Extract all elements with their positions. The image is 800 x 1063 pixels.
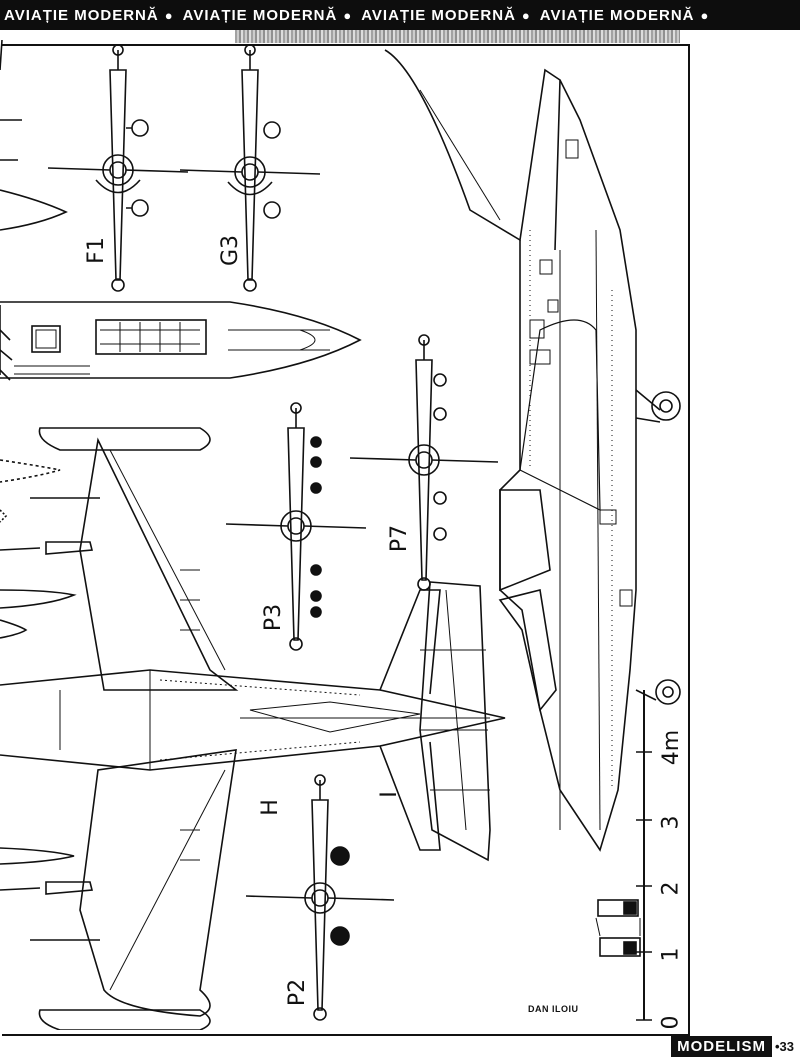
page-number: •33 (774, 1039, 794, 1054)
scale-mark-0: 0 (658, 1015, 684, 1030)
banner-bullet: ● (164, 7, 173, 23)
front-view-p2 (245, 774, 395, 1021)
front-view-f1 (47, 44, 189, 292)
aircraft-blueprint (0, 39, 681, 1030)
scale-mark-2: 2 (658, 881, 684, 896)
scale-mark-3: 3 (658, 815, 684, 830)
front-view-p3 (225, 402, 367, 651)
banner-bullet: ● (700, 7, 709, 23)
banner-text-4: AVIAȚIE MODERNĂ (539, 6, 695, 24)
banner-bullet: ● (521, 7, 530, 23)
view-label-h: H (257, 799, 283, 816)
front-view-g3 (179, 44, 321, 292)
banner-text-2: AVIAȚIE MODERNĂ (182, 6, 338, 24)
plan-view-h (0, 427, 506, 1030)
scale-bar (636, 690, 652, 1021)
drawing-frame (2, 44, 690, 1036)
view-label-p3: P3 (261, 603, 287, 632)
scale-mark-1: 1 (658, 947, 684, 962)
view-label-g3: G3 (218, 234, 244, 267)
underside-view (0, 301, 362, 379)
author-credit: DAN ILOIU (528, 1004, 579, 1014)
view-label-f1: F1 (83, 237, 109, 264)
view-label-i: I (376, 791, 402, 798)
banner-text-1: AVIAȚIE MODERNĂ (4, 6, 159, 24)
gun-pod-detail (595, 899, 641, 957)
banner-text-3: AVIAȚIE MODERNĂ (361, 6, 516, 24)
banner-bullet: ● (343, 7, 352, 23)
footer: MODELISM •33 (671, 1036, 794, 1057)
banner-noise-strip (235, 30, 680, 43)
view-label-p7: P7 (387, 524, 413, 553)
side-view-i (419, 581, 491, 862)
view-label-p2: P2 (285, 978, 311, 1007)
scale-mark-4m: 4m (659, 729, 685, 766)
magazine-logo: MODELISM (671, 1036, 772, 1057)
side-view-fuselage (384, 49, 681, 852)
front-view-p7 (349, 334, 499, 591)
header-banner: AVIAȚIE MODERNĂ ● AVIAȚIE MODERNĂ ● AVIAȚI… (0, 0, 800, 30)
left-edge-stores (0, 39, 100, 941)
